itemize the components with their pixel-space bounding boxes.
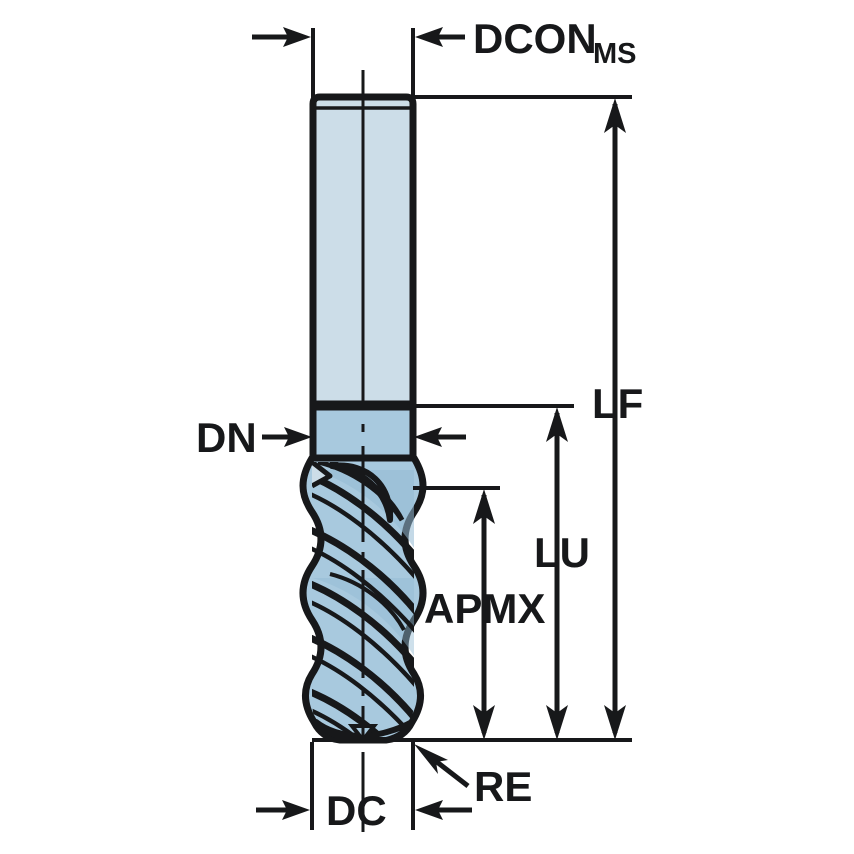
- dimension-apmx: APMX: [424, 489, 545, 740]
- flute-helix-group: [312, 462, 414, 740]
- lf-arrow-down: [604, 705, 626, 740]
- label-dcon-subscript: MS: [593, 38, 637, 70]
- helix-edge-3b: [312, 595, 414, 691]
- flute-top-notch: [312, 462, 333, 489]
- helix-edge-2b: [312, 541, 414, 637]
- flute-gash-1: [312, 470, 414, 548]
- dimension-lu: LU: [534, 407, 590, 740]
- re-leader-arrowhead: [414, 744, 448, 774]
- helix-edge-4a: [312, 630, 414, 726]
- reference-lines: [312, 95, 632, 742]
- label-lf: LF: [592, 380, 643, 427]
- dimension-dn: DN: [196, 414, 466, 461]
- label-re: RE: [474, 763, 532, 810]
- label-dc: DC: [326, 787, 387, 834]
- dimension-re: RE: [414, 744, 532, 810]
- dcon-arrow-left-head: [283, 27, 311, 47]
- dc-arrow-right-head: [415, 800, 443, 820]
- end-cutting-face: [313, 719, 415, 743]
- lu-arrow-down: [546, 705, 568, 740]
- helix-edge-1b: [312, 487, 414, 583]
- helix-back-arc-2: [329, 572, 406, 631]
- dc-arrow-left-head: [282, 800, 310, 820]
- tool-body: [299, 70, 427, 832]
- dn-arrow-right-head: [414, 427, 442, 447]
- dn-arrow-left-head: [284, 427, 312, 447]
- helix-edge-2a: [312, 522, 414, 618]
- flute-top-land: [329, 462, 394, 523]
- dimension-lf: LF: [592, 98, 643, 740]
- helix-edge-5a: [312, 684, 414, 740]
- dcon-arrow-right-head: [415, 27, 443, 47]
- dimension-dc: DC: [256, 742, 472, 834]
- apmx-arrow-up: [473, 489, 495, 524]
- label-dcon: DCON: [473, 15, 597, 62]
- label-dn: DN: [196, 414, 257, 461]
- label-apmx: APMX: [424, 585, 545, 632]
- lu-arrow-up: [546, 407, 568, 442]
- flute-gash-2: [312, 578, 414, 656]
- apmx-arrow-down: [473, 705, 495, 740]
- label-lu: LU: [534, 529, 590, 576]
- lf-arrow-up: [604, 98, 626, 133]
- helix-edge-3a: [312, 576, 414, 672]
- dimension-dcon-ms: DCON MS: [252, 15, 637, 100]
